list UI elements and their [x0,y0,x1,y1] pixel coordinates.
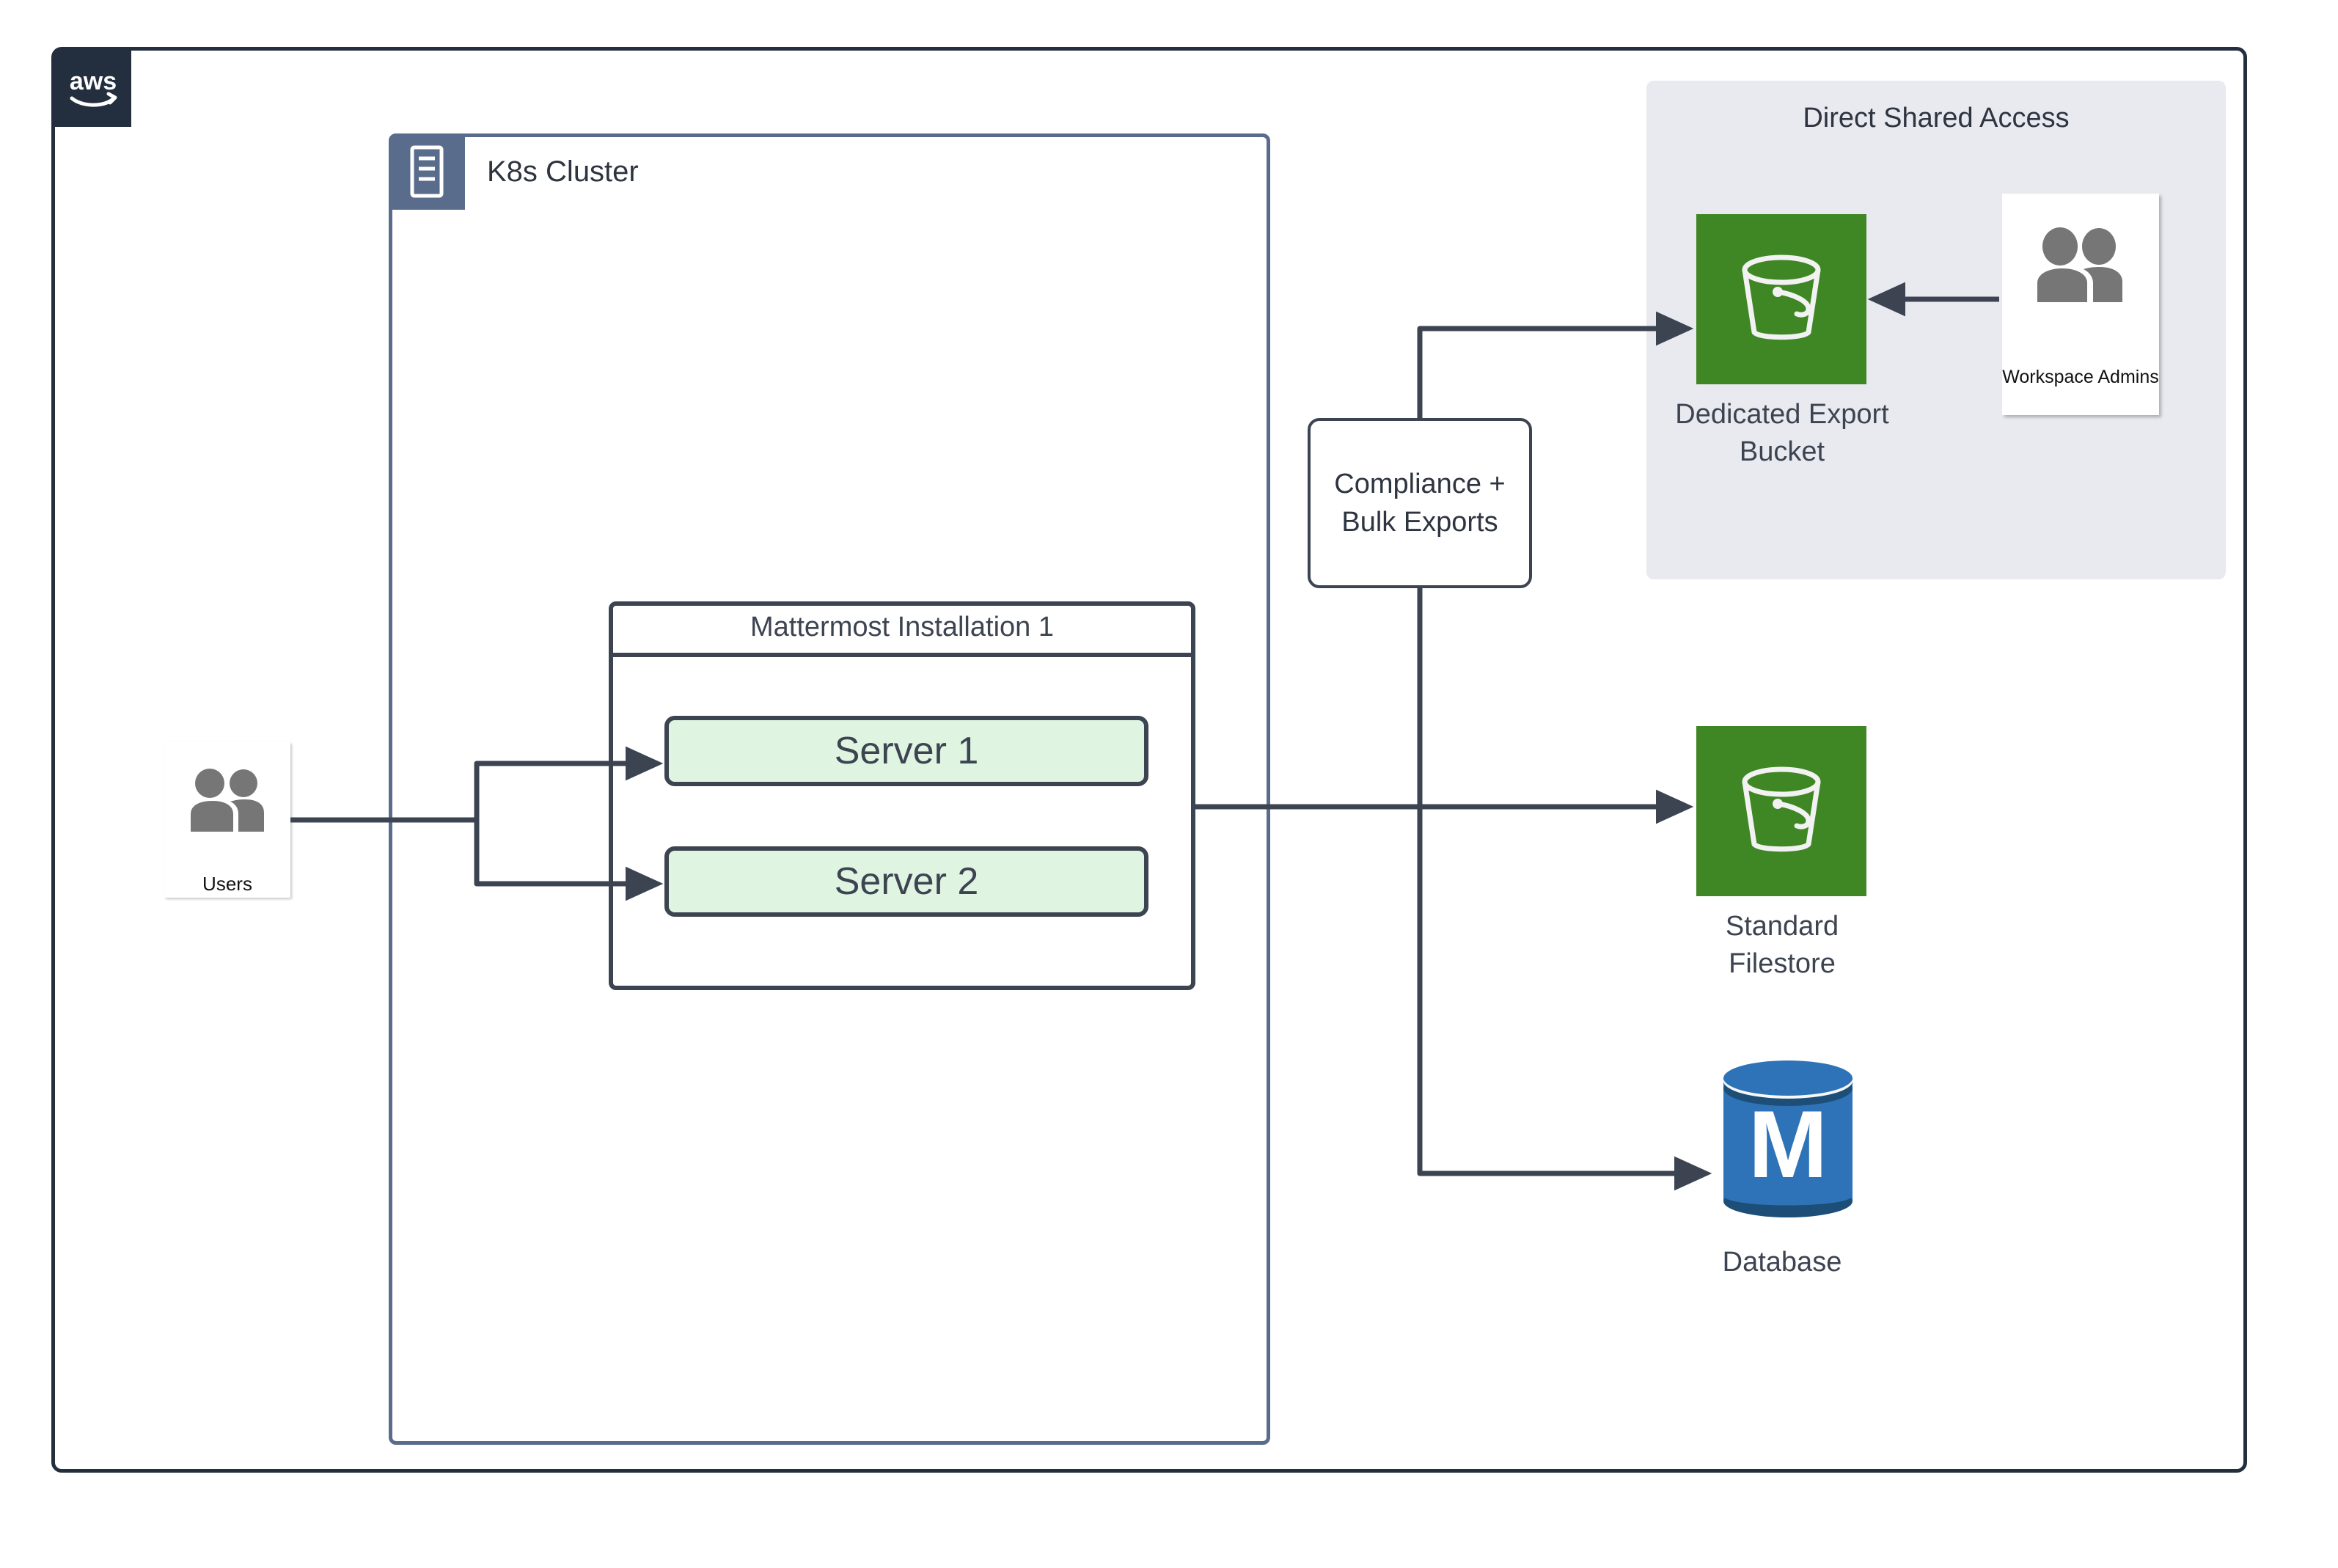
filestore-line-1: Standard [1725,911,1839,942]
mattermost-installation-box [609,601,1195,990]
svg-text:aws: aws [70,67,117,95]
export-bucket-line-2: Bucket [1739,436,1825,468]
database-label: Database [1722,1247,1842,1278]
aws-logo-icon: aws [55,51,131,127]
people-icon [180,767,274,833]
s3-bucket-icon[interactable] [1696,214,1866,384]
k8s-cluster-title: K8s Cluster [487,155,639,188]
compliance-line-1: Compliance + [1334,468,1506,499]
export-bucket-line-1: Dedicated Export [1675,399,1889,430]
mattermost-installation-title-bar: Mattermost Installation 1 [609,601,1195,657]
dedicated-export-bucket-label: Dedicated Export Bucket [1588,396,1976,472]
workspace-admins-node[interactable] [2002,194,2159,415]
database-glyph: M [1748,1091,1828,1198]
server-1-node[interactable]: Server 1 [664,716,1148,786]
filestore-line-2: Filestore [1729,948,1836,980]
s3-bucket-icon[interactable] [1696,726,1866,896]
aws-cloud-boundary [51,47,2247,1473]
compliance-line-2: Bulk Exports [1341,507,1498,538]
users-node-label: Users [202,873,252,895]
compliance-bulk-exports-node[interactable]: Compliance + Bulk Exports [1308,418,1532,588]
k8s-cluster-boundary [389,133,1270,1445]
direct-shared-access-title: Direct Shared Access [1803,103,2070,133]
workspace-admins-label: Workspace Admins [2002,367,2159,387]
server-2-node[interactable]: Server 2 [664,846,1148,917]
database-cylinder-icon[interactable]: M [1715,1056,1861,1228]
server-rack-icon [389,133,465,210]
mattermost-installation-title: Mattermost Installation 1 [750,611,1054,642]
people-icon [2026,227,2136,304]
standard-filestore-label: Standard Filestore [1588,908,1976,983]
